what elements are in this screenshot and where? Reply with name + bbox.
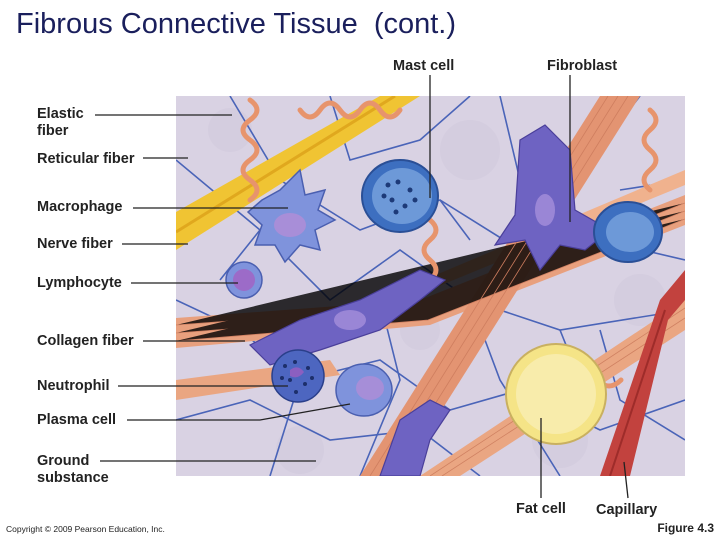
label-leader-lines bbox=[95, 75, 629, 499]
figure-number: Figure 4.3 bbox=[657, 521, 714, 535]
label-fibroblast: Fibroblast bbox=[547, 58, 618, 74]
capillary-vessel bbox=[600, 270, 685, 476]
label-reticular-fiber: Reticular fiber bbox=[37, 151, 135, 167]
label-macrophage: Macrophage bbox=[37, 199, 123, 215]
copyright-notice: Copyright © 2009 Pearson Education, Inc. bbox=[6, 524, 165, 534]
label-fat-cell: Fat cell bbox=[516, 501, 566, 517]
label-nerve-fiber: Nerve fiber bbox=[37, 236, 113, 252]
label-elastic-fiber: Elastic fiber bbox=[37, 106, 84, 139]
label-mast-cell: Mast cell bbox=[393, 58, 455, 74]
page-title: Fibrous Connective Tissue (cont.) bbox=[16, 8, 457, 40]
label-neutrophil: Neutrophil bbox=[37, 378, 110, 394]
label-plasma-cell: Plasma cell bbox=[37, 412, 116, 428]
label-ground-substance: Ground substance bbox=[37, 453, 109, 486]
label-lymphocyte: Lymphocyte bbox=[37, 275, 122, 291]
label-capillary: Capillary bbox=[596, 502, 658, 518]
label-collagen-fiber: Collagen fiber bbox=[37, 333, 134, 349]
